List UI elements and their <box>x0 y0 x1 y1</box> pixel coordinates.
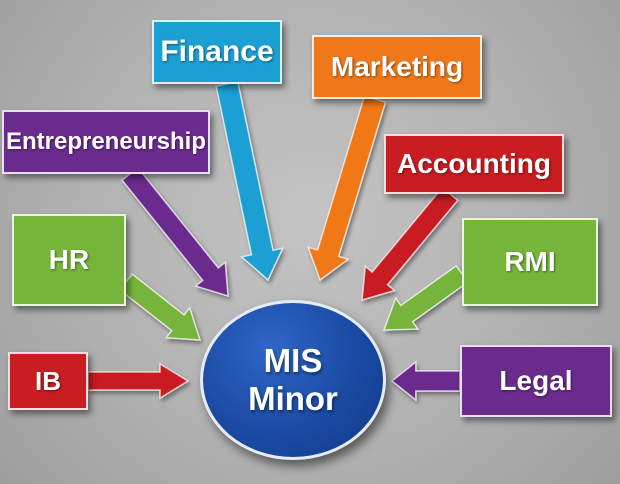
hr-arrow <box>118 273 202 341</box>
marketing-box: Marketing <box>312 35 482 99</box>
legal-arrow <box>390 360 461 402</box>
center-line-2: Minor <box>248 380 338 417</box>
hr-box: HR <box>12 214 126 306</box>
mis-minor-circle: MIS Minor <box>200 300 386 460</box>
rmi-label: RMI <box>504 246 556 277</box>
entrepreneurship-label: Entrepreneurship <box>5 128 207 155</box>
rmi-arrow <box>382 264 469 331</box>
hr-label: HR <box>48 244 90 275</box>
accounting-arrow <box>361 186 459 302</box>
ib-box: IB <box>8 352 88 410</box>
accounting-box: Accounting <box>384 134 564 194</box>
marketing-label: Marketing <box>330 51 464 82</box>
rmi-box: RMI <box>462 218 598 306</box>
finance-label: Finance <box>160 35 274 68</box>
legal-box: Legal <box>460 345 612 417</box>
entrepreneurship-box: Entrepreneurship <box>2 110 210 174</box>
finance-box: Finance <box>152 20 282 84</box>
accounting-label: Accounting <box>397 148 551 179</box>
marketing-arrow <box>306 94 387 282</box>
center-line-1: MIS <box>263 342 323 380</box>
entrepreneurship-arrow <box>121 166 229 298</box>
finance-arrow <box>215 80 285 282</box>
legal-label: Legal <box>499 365 573 396</box>
ib-arrow <box>87 362 190 400</box>
ib-label: IB <box>35 365 61 396</box>
